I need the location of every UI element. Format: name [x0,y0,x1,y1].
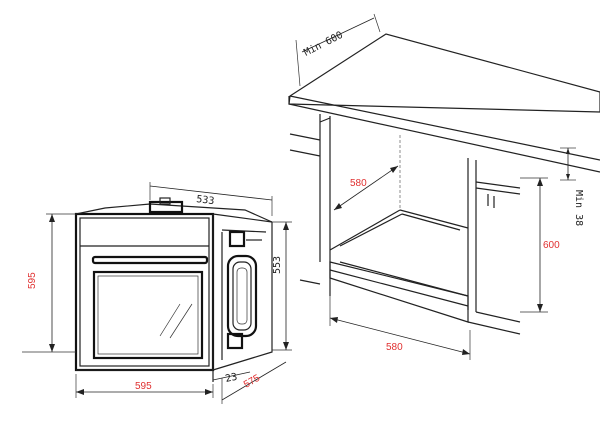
oven-dimensions: 533 595 595 553 23 575 [22,182,292,404]
niche-shelf [329,261,469,323]
label-niche-width: 580 [386,342,403,353]
label-door-thickness: 23 [224,372,238,385]
oven-front-panel [74,212,215,372]
label-min-gap: Min 38 [573,190,584,226]
oven-side-bracket-top [228,230,246,248]
label-height-front: 595 [27,272,38,289]
dim-line-depth-top [149,185,273,201]
label-width-front: 595 [135,381,152,392]
dim-line-door-thickness [212,371,251,381]
oven-fan-housing [226,254,258,338]
label-depth-top: 533 [196,194,215,207]
oven-top-vent [148,200,184,214]
dim-line-niche-width [329,317,471,355]
oven-door-glass [92,270,204,360]
cabinet-drawing [288,33,600,335]
dim-line-niche-depth [333,165,399,211]
label-height-side: 553 [272,256,283,274]
oven-front-inner [79,217,210,367]
oven-side-bracket-bottom [226,332,244,350]
countertop [288,33,600,113]
dim-line-min-depth [301,17,375,53]
cabinet-dimensions: Min 600 580 600 Min 38 580 [295,13,584,360]
label-depth-body: 575 [242,373,262,391]
label-min-depth: Min 600 [302,30,345,59]
label-niche-height: 600 [543,240,560,251]
label-niche-depth: 580 [350,178,367,189]
dim-line-depth-body [221,361,287,401]
oven-door-handle [91,255,209,265]
oven-drawing [74,197,273,382]
